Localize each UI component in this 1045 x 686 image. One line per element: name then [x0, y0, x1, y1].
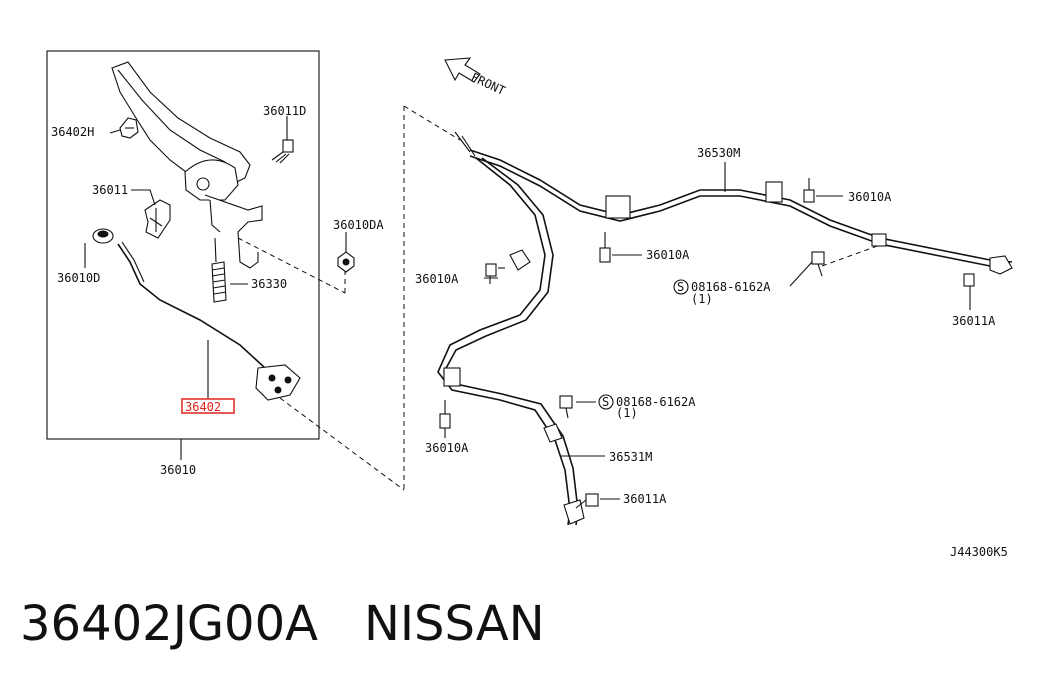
main-leader-lines: [560, 162, 726, 457]
label-36010A-mid: 36010A: [646, 248, 690, 262]
label-08168-lower-qty: (1): [616, 406, 638, 420]
assembly-inset-box: [46, 50, 320, 440]
label-36402H: 36402H: [51, 125, 94, 139]
s-symbol-1: S: [677, 280, 684, 294]
parking-brake-parts-diagram: S S 36402H 36011D 36011 36010D 36330 364…: [46, 50, 1013, 559]
label-36011A-lower: 36011A: [623, 492, 667, 506]
brand-name: NISSAN: [363, 596, 545, 652]
label-36402: 36402: [185, 400, 221, 414]
label-08168-upper-qty: (1): [691, 292, 713, 306]
label-36330: 36330: [251, 277, 287, 291]
bolt-36011A-lower: [575, 493, 620, 509]
label-08168-lower: 08168-6162A: [616, 395, 696, 409]
front-cable-36402: [117, 241, 301, 401]
front-label: FRONT: [469, 70, 508, 98]
bolt-36010A-lower: [439, 400, 451, 438]
lever-handle-drawing: [111, 61, 263, 269]
label-36531M: 36531M: [609, 450, 652, 464]
bolt-08168-lower: [559, 395, 596, 419]
nut-36010DA: [337, 232, 355, 273]
bolt-08168-upper: [789, 244, 881, 287]
label-36011: 36011: [92, 183, 128, 197]
spring-36330: [211, 237, 227, 303]
clip-36402H: [119, 117, 139, 139]
label-36010A-right: 36010A: [848, 190, 892, 204]
label-36011A-right: 36011A: [952, 314, 996, 328]
label-36010A-upper-left: 36010A: [415, 272, 459, 286]
label-36010A-lower: 36010A: [425, 441, 469, 455]
bolt-36010A-right: [803, 178, 843, 203]
bolt-36010A-mid: [599, 232, 642, 263]
front-direction-arrow: [444, 57, 481, 83]
label-08168-upper: 08168-6162A: [691, 280, 771, 294]
bolt-36010A-upper-left: [484, 263, 505, 284]
s-symbol-circle-2: [598, 394, 614, 410]
part-number: 36402JG00A: [20, 596, 318, 652]
label-36010: 36010: [160, 463, 196, 477]
nut-36010D: [92, 228, 114, 244]
highlight-box-36402: [181, 398, 235, 414]
s-symbol-circle-1: [673, 279, 689, 295]
bolt-36011D: [271, 139, 294, 164]
s-symbol-2: S: [602, 395, 609, 409]
label-36010DA: 36010DA: [333, 218, 384, 232]
part-caption: 36402JG00A NISSAN: [20, 596, 1020, 666]
diagram-code: J44300K5: [950, 545, 1008, 559]
inset-leader-lines: [84, 116, 288, 460]
label-36530M: 36530M: [697, 146, 740, 160]
label-36011D: 36011D: [263, 104, 306, 118]
dashed-connector-lines: [237, 105, 461, 491]
rear-cable-36531M: [437, 157, 585, 526]
rear-cable-36530M: [454, 131, 1013, 275]
label-36010D: 36010D: [57, 271, 100, 285]
bolt-36011A-right: [963, 273, 975, 310]
bracket-36011: [144, 199, 171, 239]
